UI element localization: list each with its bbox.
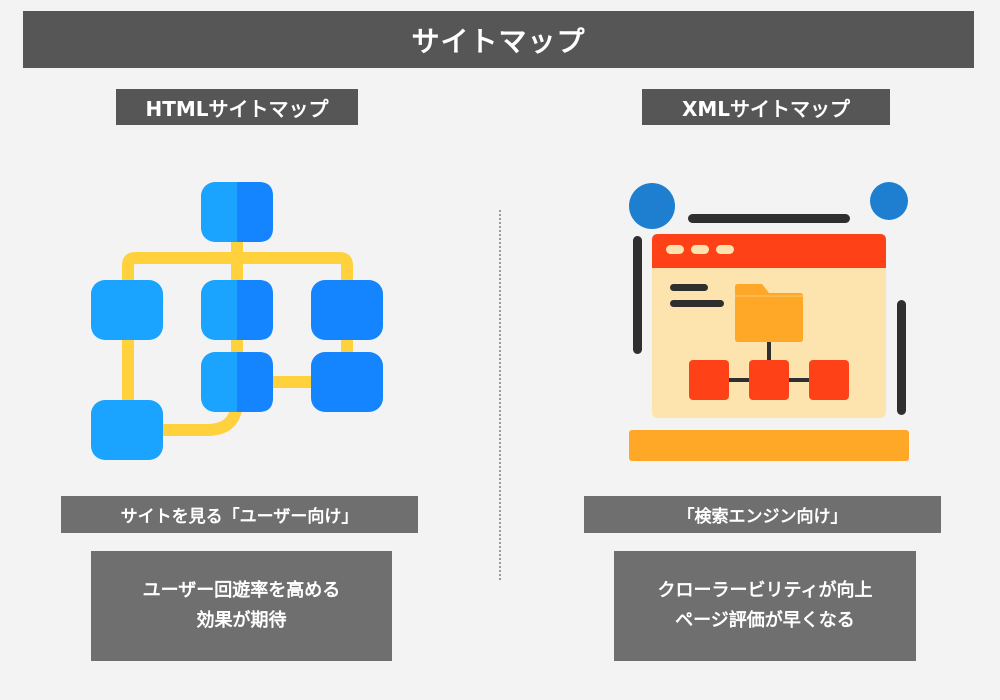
dot-left-icon — [629, 183, 675, 229]
xml-sitemap-browser-icon — [629, 182, 909, 461]
tree-node-center-bottom — [201, 352, 273, 412]
laptop-base — [629, 430, 909, 461]
html-sitemap-heading: HTMLサイトマップ — [116, 89, 358, 125]
description-line: ユーザー回遊率を高める — [142, 580, 341, 601]
page-title: サイトマップ — [23, 11, 974, 68]
xml-sitemap-description: クローラービリティが向上 ページ評価が早くなる — [614, 551, 916, 661]
description-line: 効果が期待 — [196, 610, 287, 631]
description-line: ページ評価が早くなる — [675, 610, 855, 631]
tree-nodes — [91, 182, 383, 460]
text-line-icon — [670, 284, 708, 291]
tree-node-right-bottom — [311, 352, 383, 412]
tree-node-root — [201, 182, 273, 242]
column-divider — [499, 210, 501, 580]
xml-sitemap-heading: XMLサイトマップ — [642, 89, 890, 125]
page-node-icon — [809, 360, 849, 400]
tree-node-left-bottom — [91, 400, 163, 460]
html-sitemap-label: サイトを見る「ユーザー向け」 — [61, 496, 418, 533]
top-line — [688, 214, 850, 223]
left-line — [633, 236, 642, 354]
browser-titlebar — [652, 234, 886, 268]
right-line — [897, 300, 906, 415]
dot-right-icon — [870, 182, 908, 220]
tree-node-left-top — [91, 280, 163, 340]
tree-node-right-top — [311, 280, 383, 340]
tree-node-center-top — [201, 280, 273, 340]
text-line-icon — [670, 300, 724, 307]
page-node-icon — [749, 360, 789, 400]
page-node-icon — [689, 360, 729, 400]
description-line: クローラービリティが向上 — [657, 580, 873, 601]
folder-icon — [735, 284, 803, 342]
html-sitemap-description: ユーザー回遊率を高める 効果が期待 — [91, 551, 392, 661]
xml-sitemap-label: 「検索エンジン向け」 — [584, 496, 941, 533]
